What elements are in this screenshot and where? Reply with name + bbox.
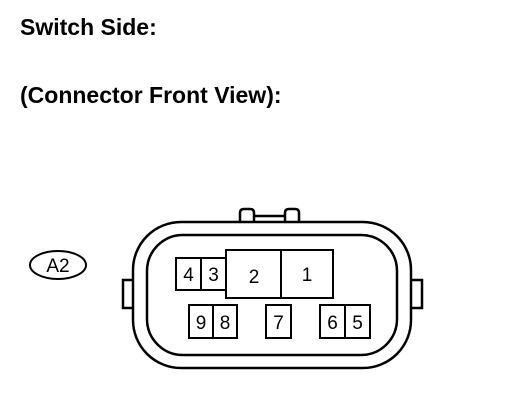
pin-1-cavity: [280, 249, 334, 299]
lock-tab-right: [283, 207, 301, 224]
pin-label-5: 5: [352, 313, 363, 334]
pin-label-3: 3: [208, 265, 219, 286]
switch-side-heading: Switch Side:: [20, 14, 157, 40]
pin-cavities: [175, 249, 371, 339]
pin-label-9: 9: [196, 313, 207, 334]
connector-id-badge: A2: [29, 250, 87, 280]
connector-front-view-heading: (Connector Front View):: [20, 82, 282, 108]
pin-label-4: 4: [183, 265, 194, 286]
pin-9-cavity: [188, 304, 214, 339]
connector-id-label: A2: [46, 256, 69, 277]
pin-5-cavity: [344, 304, 371, 339]
pin-6-cavity: [319, 304, 346, 339]
pin-label-7: 7: [273, 313, 284, 334]
pin-2-cavity: [225, 249, 282, 299]
pin-label-8: 8: [220, 313, 231, 334]
pin-label-2: 2: [249, 267, 260, 288]
inner-shell: [145, 233, 399, 357]
pin-7-cavity: [265, 304, 292, 339]
lock-tab-left: [238, 207, 256, 224]
connector-id-ellipse: [29, 250, 87, 280]
pin-8-cavity: [212, 304, 238, 339]
pin-labels: 4 3 2 1 9 8 7 6 5: [183, 265, 363, 334]
pin-label-1: 1: [302, 265, 313, 286]
pin-label-6: 6: [327, 313, 338, 334]
